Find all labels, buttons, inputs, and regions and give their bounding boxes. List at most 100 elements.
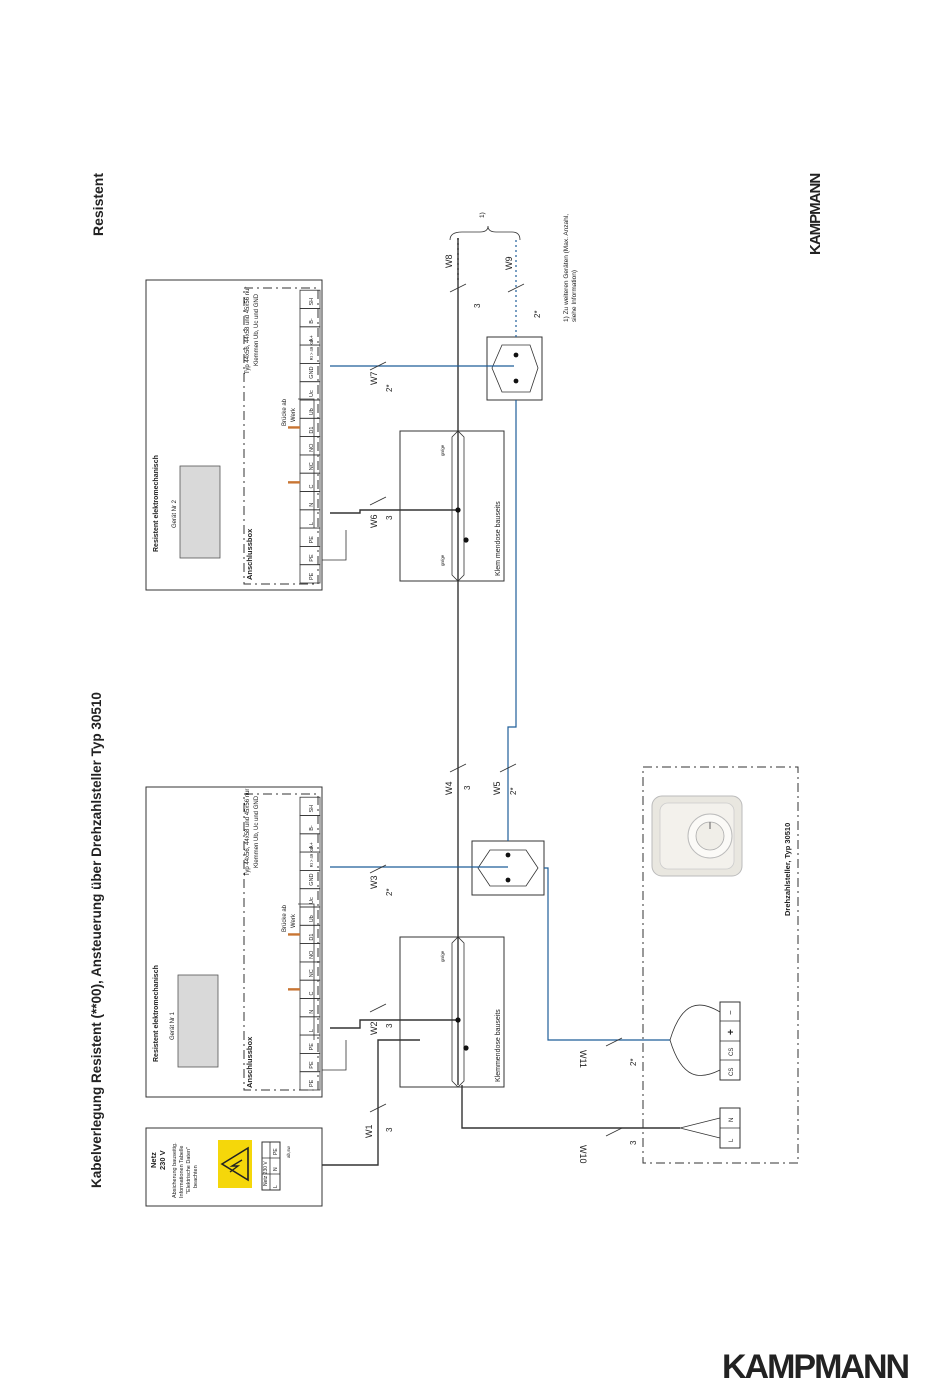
terminal-label: B- [309,318,315,324]
svg-text:W3: W3 [369,876,379,890]
terminal-label: C [309,992,315,996]
svg-text:Resistent elektromechanisch: Resistent elektromechanisch [153,455,160,552]
svg-text:3: 3 [385,515,394,520]
footnote-ref: 1) [479,212,486,218]
terminal-label: GND [309,366,315,378]
controller-box: Drehzahlsteller, Typ 30510 CS CS + − N L [642,766,799,1164]
signal-junction-2 [486,336,543,401]
svg-text:3: 3 [385,1023,394,1028]
svg-text:CS: CS [729,1048,735,1056]
terminal-label: SH [309,298,315,306]
svg-text:Absicherung bauseitig.: Absicherung bauseitig. [172,1142,178,1198]
svg-text:2*: 2* [629,1058,638,1066]
svg-text:Gerät Nr 2: Gerät Nr 2 [172,499,178,528]
terminal-label: PE [309,572,315,580]
svg-text:L: L [273,1185,279,1188]
footnote-text-2: siehe Information) [571,270,578,322]
svg-text:2*: 2* [509,787,518,795]
signal-wiring [330,240,721,1076]
terminal-label: PE [309,536,315,544]
svg-text:W9: W9 [504,257,514,271]
svg-text:Klemmen Ub, Uc und GND: Klemmen Ub, Uc und GND [254,293,260,366]
svg-text:Drehzahlsteller, Typ 30510: Drehzahlsteller, Typ 30510 [783,823,792,916]
svg-text:Informationen Tabelle: Informationen Tabelle [179,1146,185,1199]
terminal-label: L [309,522,315,525]
brand-logo-large: KAMPMANN [722,1348,909,1386]
svg-text:N: N [273,1167,279,1171]
svg-text:+: + [726,1029,737,1035]
junction-dots [455,352,519,1051]
terminal-cell [299,796,321,816]
svg-text:PE: PE [273,1148,279,1155]
svg-text:L: L [729,1138,735,1142]
klemmendose-2: Klem mendose bauseits gn/ge gn/ge [399,430,505,582]
device-2-box: Resistent elektromechanisch Gerät Nr 2 A… [145,279,323,591]
svg-text:gn/ge: gn/ge [440,554,445,566]
terminal-label: NO [309,443,315,452]
svg-text:3: 3 [473,303,482,308]
svg-text:−: − [726,1010,735,1015]
svg-text:3: 3 [629,1140,638,1145]
terminal-label: D1 [309,427,315,434]
svg-text:Werk: Werk [291,407,297,422]
svg-text:gn/ge: gn/ge [440,950,445,962]
svg-text:Brücke ab: Brücke ab [282,398,288,426]
svg-text:2*: 2* [533,310,542,318]
svg-text:W1: W1 [364,1125,374,1139]
svg-text:Typ 44x56, 44x58 und 45x56 nur: Typ 44x56, 44x58 und 45x56 nur [245,789,251,876]
device-1-box: Resistent elektromechanisch Gerät Nr 1 A… [145,786,323,1098]
svg-text:Klemmen Ub, Uc und GND: Klemmen Ub, Uc und GND [254,795,260,868]
svg-text:KAMPMANN: KAMPMANN [807,174,824,255]
klemmendose-1: Klemmendose bauseits gn/ge [399,936,505,1088]
svg-text:gn/ge: gn/ge [440,444,445,456]
svg-text:Anschlussbox: Anschlussbox [245,528,254,580]
svg-text:Resistent elektromechanisch: Resistent elektromechanisch [153,965,160,1062]
svg-text:3: 3 [463,785,472,790]
terminal-label: D1 [309,934,315,941]
svg-text:3: 3 [385,1127,394,1132]
svg-text:W4: W4 [444,782,454,796]
terminal-label: RI > 49 KΩ [309,340,314,361]
svg-text:Netz 230 V: Netz 230 V [263,1161,269,1186]
terminal-label: SH [309,805,315,813]
svg-text:2*: 2* [385,888,394,896]
wire-labels: W1 3 W2 3 W3 2* W4 3 W5 2* W6 3 W7 2* W8… [364,255,638,1164]
svg-text:W10: W10 [578,1145,588,1164]
svg-text:ab,sw: ab,sw [286,1145,291,1158]
svg-text:Netz: Netz [149,1152,158,1168]
terminal-label: NC [309,969,315,977]
svg-text:N: N [729,1118,735,1122]
footnote-text-1: 1) Zu weiteren Geräten (Max. Anzahl, [563,214,570,322]
terminal-label: Ub [309,408,315,415]
terminal-label: A+ [309,335,315,342]
svg-text:"Elektrische Daten": "Elektrische Daten" [186,1147,192,1194]
terminal-label: Uc [309,390,315,397]
terminal-label: Ub [309,915,315,922]
terminal-label: B- [309,825,315,831]
terminal-label: NC [309,462,315,470]
page-title: Kabelverlegung Resistent (**00), Ansteue… [89,692,104,1188]
svg-text:Werk: Werk [291,913,297,928]
terminal-label: A+ [309,842,315,849]
terminal-label: N [309,1010,315,1014]
svg-text:Gerät Nr 1: Gerät Nr 1 [170,1011,176,1040]
terminal-label: C [309,485,315,489]
svg-text:W7: W7 [369,372,379,386]
svg-text:2*: 2* [385,384,394,392]
controller-photo [651,795,743,877]
terminal-label: PE [309,554,315,562]
terminal-label: PE [309,1079,315,1087]
terminal-label: GND [309,873,315,885]
terminal-cell [299,289,321,309]
signal-junction-1 [471,840,545,896]
svg-text:W6: W6 [369,515,379,529]
svg-text:Brücke ab: Brücke ab [282,904,288,932]
svg-text:beachten: beachten [193,1165,199,1188]
svg-text:Typ 44x56, 44x58 und 45x56 nur: Typ 44x56, 44x58 und 45x56 nur [245,287,251,374]
power-wiring [298,238,721,1166]
terminal-label: PE [309,1061,315,1069]
